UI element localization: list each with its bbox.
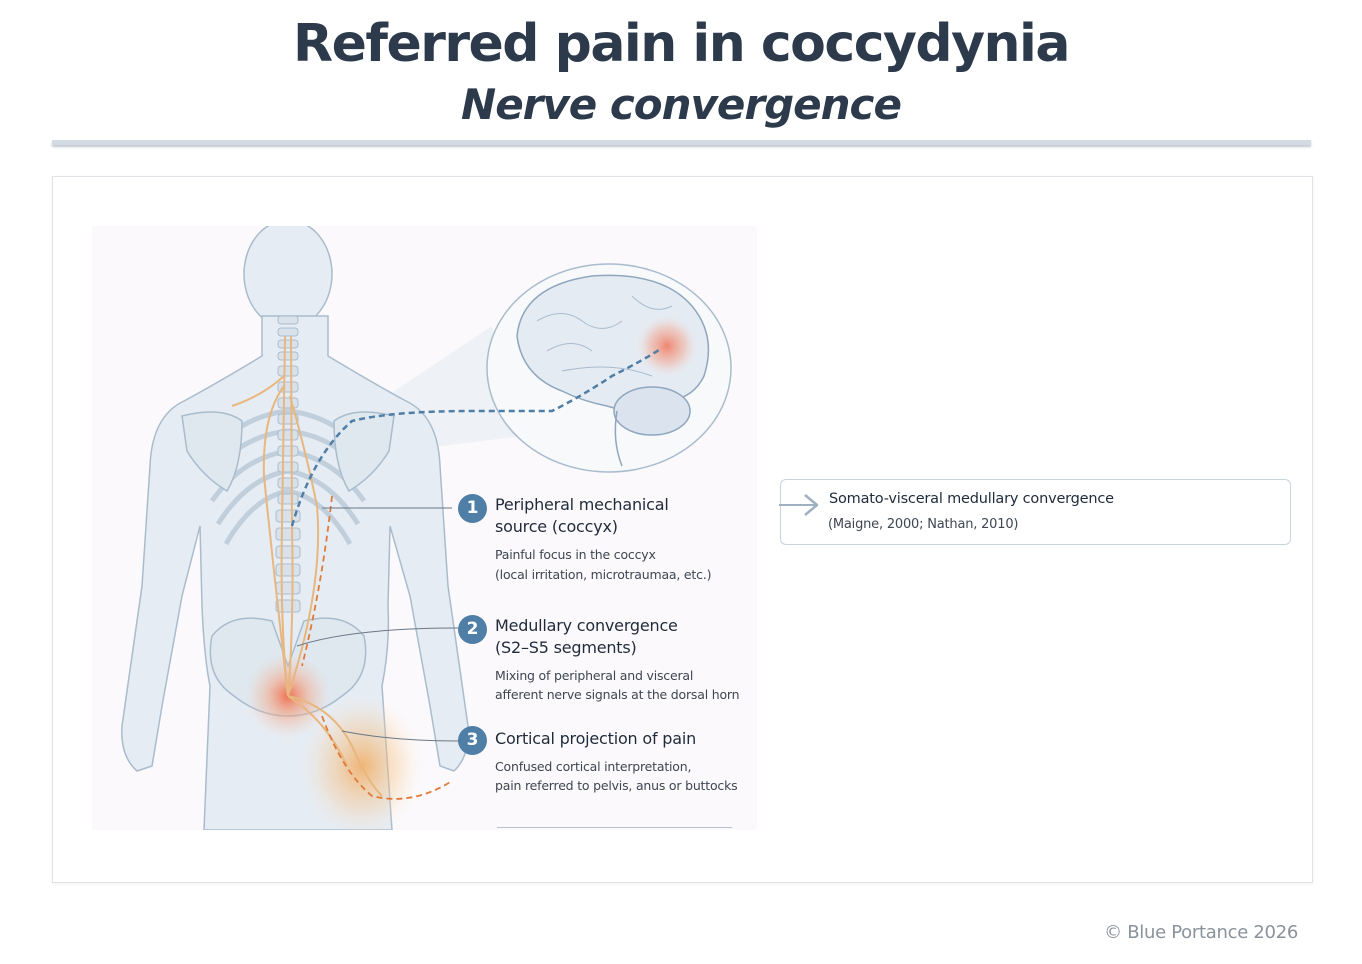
anatomy-illustration: [92, 226, 757, 830]
step-2-desc-line1: Mixing of peripheral and visceral: [495, 668, 694, 683]
step-badge-2: 2: [458, 615, 487, 644]
callout-title: Somato-visceral medullary convergence: [829, 491, 1114, 507]
step-2-desc-line2: afferent nerve signals at the dorsal hor…: [495, 687, 740, 702]
skeleton-nerve-illustration: [121, 226, 732, 830]
step-2-title-line2: (S2–S5 segments): [495, 638, 637, 657]
step-badge-1: 1: [458, 494, 487, 523]
copyright-credit: © Blue Portance 2026: [1104, 922, 1298, 943]
convergence-callout: Somato-visceral medullary convergence (M…: [779, 479, 1291, 545]
step-3-desc-line1: Confused cortical interpretation,: [495, 759, 692, 774]
step-1-desc-line1: Painful focus in the coccyx: [495, 547, 656, 562]
step-3-desc-line2: pain referred to pelvis, anus or buttock…: [495, 778, 738, 793]
arrow-right-icon: [779, 494, 819, 516]
page-subtitle: Nerve convergence: [461, 80, 902, 129]
step-1-title-line1: Peripheral mechanical: [495, 495, 669, 514]
title-divider: [52, 140, 1311, 145]
step-2-title-line1: Medullary convergence: [495, 616, 678, 635]
step-1-title-line2: source (coccyx): [495, 517, 618, 536]
illustration-divider: [497, 827, 732, 828]
step-3-title-line1: Cortical projection of pain: [495, 729, 697, 748]
callout-reference: (Maigne, 2000; Nathan, 2010): [828, 517, 1019, 532]
page-title: Referred pain in coccydynia: [293, 14, 1070, 74]
step-badge-3: 3: [458, 726, 487, 755]
step-1-desc-line2: (local irritation, microtraumaa, etc.): [495, 567, 712, 582]
